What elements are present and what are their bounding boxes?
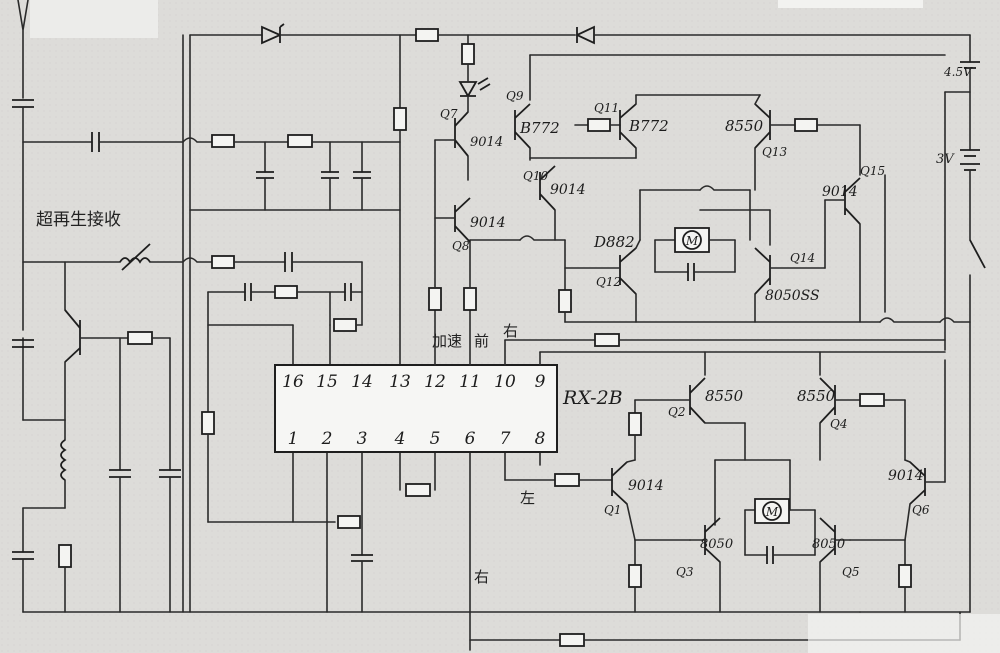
label-right-top: 右	[503, 322, 518, 340]
ic-pin-label: 11	[459, 372, 481, 392]
transistor-ref: Q13	[762, 145, 787, 159]
ic-bottom-pins: 1 2 3 4 5 6 7 8	[288, 429, 546, 449]
label-forward: 前	[474, 332, 489, 350]
ic-pin-label: 15	[316, 372, 338, 392]
ic-pin-label: 4	[394, 429, 406, 449]
transistor-ref: Q2	[668, 405, 685, 419]
transistor-ref: Q15	[860, 164, 885, 178]
transistor-type: 8550	[705, 387, 744, 405]
transistor-ref: Q7	[440, 107, 458, 121]
transistor-type: 8050	[812, 537, 845, 552]
transistor-ref: Q14	[790, 251, 815, 265]
ic-rx2b: 16 15 14 13 12 11 10 9 1 2 3 4 5 6 7 8 R…	[274, 364, 623, 453]
ic-pin-label: 13	[389, 372, 411, 392]
transistor-type: 9014	[550, 182, 586, 198]
transistor-ref: Q3	[676, 565, 694, 579]
ic-name-label: RX-2B	[562, 387, 623, 409]
ic-pin-label: 8	[535, 429, 546, 449]
corner-glare	[778, 0, 923, 8]
ic-pin-label: 9	[535, 372, 546, 392]
transistor-type: 9014	[470, 135, 503, 150]
label-left: 左	[520, 489, 535, 507]
ic-pin-label: 1	[288, 429, 299, 449]
ic-pin-label: 3	[357, 429, 368, 449]
motor-label: M	[765, 505, 779, 519]
transistor-type: 8550	[797, 387, 836, 405]
motor-label: M	[685, 234, 699, 248]
transistor-ref: Q6	[912, 503, 930, 517]
transistor-type: 9014	[888, 468, 924, 484]
transistor-type: B772	[628, 117, 669, 135]
ic-pin-label: 16	[282, 372, 304, 392]
ic-pin-label: 6	[465, 429, 476, 449]
corner-glare	[30, 0, 158, 38]
supply-label-high: 4.5V	[943, 65, 973, 79]
supply-label-low: 3V	[936, 152, 955, 167]
transistor-type: 9014	[822, 184, 858, 200]
label-right-bottom: 右	[474, 568, 489, 586]
transistor-ref: Q9	[506, 89, 524, 103]
transistor-ref: Q4	[830, 417, 847, 431]
transistor-type: 9014	[628, 478, 664, 494]
ic-pin-label: 2	[321, 429, 333, 449]
glare	[808, 614, 1000, 653]
ic-pin-label: 5	[430, 429, 441, 449]
ic-top-pins: 16 15 14 13 12 11 10 9	[282, 372, 545, 392]
ic-pin-label: 10	[494, 372, 516, 392]
ic-pin-label: 14	[351, 372, 373, 392]
receiver-label: 超再生接收	[36, 210, 121, 230]
ic-pin-label: 7	[500, 429, 511, 449]
transistor-type: D882	[593, 233, 635, 251]
transistor-ref: Q12	[596, 275, 621, 289]
transistor-ref: Q11	[594, 101, 619, 115]
transistor-ref: Q8	[452, 239, 470, 253]
transistor-ref: Q10	[523, 169, 548, 183]
transistor-type: 8550	[725, 117, 764, 135]
control-leads: 加速 前 右 左 右	[428, 139, 946, 586]
transistor-type: 9014	[470, 215, 506, 231]
transistor-type: 8050SS	[765, 288, 820, 304]
transistor-type: B772	[519, 119, 560, 137]
label-speedup: 加速	[432, 332, 462, 350]
transistor-ref: Q5	[842, 565, 859, 579]
power-supply: 4.5V 3V	[859, 34, 986, 641]
transistor-ref: Q1	[604, 503, 621, 517]
transistor-type: 8050	[700, 537, 733, 552]
ic-pin-label: 12	[424, 372, 446, 392]
top-motor-driver: Q7 9014 Q9 B772 Q11 B772 Q10 9014	[434, 34, 971, 323]
bottom-motor-driver: 8550 Q2 8550 Q4 9014 Q1	[469, 351, 946, 613]
